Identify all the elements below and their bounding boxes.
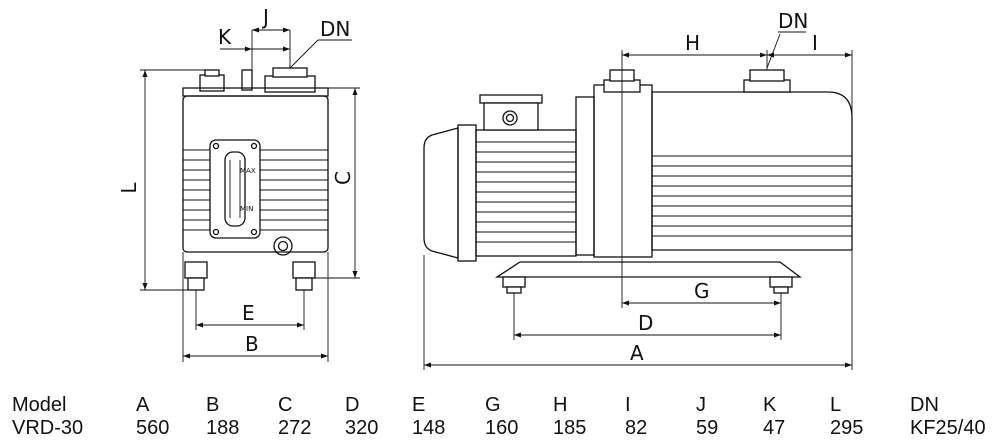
header-cell: L — [830, 394, 842, 416]
table-cell: 560 — [136, 417, 170, 439]
dim-i-label: I — [812, 31, 818, 55]
sight-glass — [224, 151, 246, 227]
dim-a-label: A — [630, 341, 644, 365]
base-frame — [494, 261, 802, 278]
dn-front-label: DN — [320, 17, 350, 41]
side-inlet-base — [743, 79, 791, 93]
oil-fill-cap-top — [204, 69, 220, 77]
front-foot-left — [184, 261, 208, 279]
header-cell: G — [485, 394, 501, 416]
motor-fins — [476, 141, 576, 243]
header-cell: H — [553, 394, 568, 416]
dn-side-label: DN — [778, 9, 808, 33]
header-cell: E — [412, 394, 426, 416]
motor-fan-cover — [457, 124, 477, 262]
table-cell: 59 — [696, 417, 719, 439]
table-row: VRD-30 560 188 272 320 148 160 185 82 59… — [12, 417, 990, 440]
dim-g-label: G — [694, 279, 710, 303]
gauge-max-label: MAX — [240, 167, 256, 175]
table-cell: 272 — [278, 417, 312, 439]
table-cell: 160 — [485, 417, 519, 439]
header-cell: A — [136, 394, 150, 416]
motor-body — [475, 129, 577, 257]
table-cell: 82 — [625, 417, 648, 439]
dim-e-label: E — [242, 301, 255, 325]
dim-k-label: K — [218, 25, 232, 49]
technical-drawing: MAX MIN J K DN L — [117, 5, 853, 370]
table-cell: KF25/40 — [910, 417, 986, 439]
inlet-flange-dn — [272, 67, 308, 78]
spec-header-row: Model A B C D E G H I J K L DN — [12, 394, 990, 417]
front-foot-right — [292, 261, 316, 279]
drain-plug — [273, 236, 293, 256]
header-cell: D — [345, 394, 360, 416]
side-view — [423, 69, 853, 294]
side-dimensions: H I DN G D A — [423, 9, 853, 370]
header-cell: DN — [910, 394, 939, 416]
gauge-min-label: MIN — [240, 205, 253, 213]
header-cell: K — [763, 394, 777, 416]
dim-d-label: D — [638, 311, 653, 335]
motor-end-cap — [423, 127, 459, 259]
side-foot-left — [502, 276, 526, 288]
header-cell: C — [278, 394, 293, 416]
front-view: MAX MIN — [182, 67, 329, 291]
sight-glass-plate — [209, 139, 261, 239]
header-cell: Model — [12, 394, 67, 416]
dim-b-label: B — [245, 332, 259, 356]
side-inlet-flange — [749, 69, 785, 82]
table-cell: 185 — [553, 417, 587, 439]
pump-fins — [652, 155, 852, 237]
gas-ballast-valve — [241, 69, 253, 91]
terminal-box-lid — [479, 94, 543, 104]
front-dimensions: J K DN L C E B — [117, 5, 360, 362]
table-cell: 188 — [206, 417, 240, 439]
spec-table: Model A B C D E G H I J K L DN VRD-30 56… — [12, 394, 990, 440]
dim-l-label: L — [117, 182, 141, 194]
table-cell: VRD-30 — [12, 417, 84, 439]
table-cell: 47 — [763, 417, 786, 439]
table-cell: 320 — [345, 417, 379, 439]
side-foot-right — [769, 276, 793, 288]
header-cell: B — [206, 394, 220, 416]
inlet-flange-base — [264, 75, 316, 93]
dim-h-label: H — [685, 31, 700, 55]
header-cell: J — [696, 394, 706, 416]
coupling-housing — [575, 96, 595, 256]
pump-center-plate — [593, 84, 653, 258]
table-cell: 148 — [412, 417, 446, 439]
dim-c-label: C — [331, 171, 355, 185]
table-cell: 295 — [830, 417, 864, 439]
dim-j-label: J — [261, 5, 269, 29]
front-body — [182, 95, 329, 253]
terminal-box — [483, 102, 539, 131]
header-cell: I — [625, 394, 631, 416]
